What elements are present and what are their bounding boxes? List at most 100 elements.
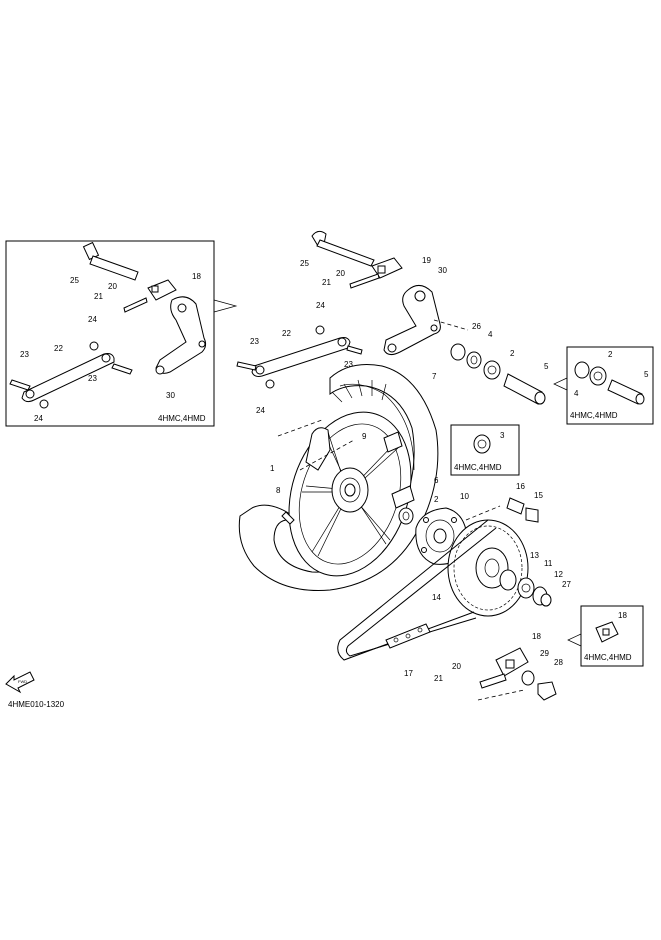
axle-bolt-25 bbox=[82, 241, 139, 281]
nut-15 bbox=[525, 507, 539, 523]
label-29: 29 bbox=[540, 649, 549, 658]
label-2-hub: 2 bbox=[434, 495, 439, 504]
label-21-top: 21 bbox=[322, 278, 331, 287]
label-13: 13 bbox=[530, 551, 539, 560]
sprocket-assembly: 10 16 15 13 11 12 27 14 bbox=[415, 482, 571, 617]
washer-29 bbox=[521, 670, 535, 686]
inset-label-3: 3 bbox=[500, 431, 505, 440]
nut-24-a bbox=[89, 341, 99, 351]
label-24: 24 bbox=[88, 315, 97, 324]
inset-hub-frame bbox=[450, 424, 520, 476]
inset-puller-pointer bbox=[567, 633, 582, 647]
inset-puller-frame bbox=[580, 605, 644, 667]
leader-wheel bbox=[277, 419, 355, 471]
inset-right-bearing: 2 4 5 4HMC,4HMD bbox=[553, 346, 654, 425]
inset-left: 25 20 21 18 24 23 22 23 30 24 4HMC,4HMD bbox=[5, 240, 238, 427]
inset-label-5: 5 bbox=[644, 370, 649, 379]
axle-assembly: 25 20 21 19 30 24 23 22 23 24 bbox=[236, 230, 469, 415]
label-7: 7 bbox=[432, 372, 437, 381]
drive-chain-17: 17 bbox=[337, 519, 497, 678]
chain-joint bbox=[385, 623, 431, 649]
front-arrow-text: FWD bbox=[18, 679, 27, 684]
bolt-23-b bbox=[111, 363, 133, 375]
bolt-23-left bbox=[236, 361, 257, 371]
label-25-top: 25 bbox=[300, 259, 309, 268]
collar-13 bbox=[499, 569, 517, 591]
label-22-top: 22 bbox=[282, 329, 291, 338]
tire-7 bbox=[238, 364, 439, 591]
label-19: 19 bbox=[422, 256, 431, 265]
label-5: 5 bbox=[544, 362, 549, 371]
nut-24-top bbox=[315, 325, 325, 335]
bolt-23-right bbox=[346, 345, 363, 355]
relay-arm-22-top bbox=[251, 337, 351, 377]
hub-insert-9 bbox=[383, 431, 403, 453]
nut-24-b bbox=[39, 399, 49, 409]
circlip-27 bbox=[540, 593, 552, 607]
collar-26 bbox=[450, 343, 466, 361]
label-24: 24 bbox=[34, 414, 43, 423]
label-21: 21 bbox=[94, 292, 103, 301]
hub-boss bbox=[305, 427, 331, 471]
bearing-2-hub bbox=[398, 507, 414, 525]
leader-sprocket bbox=[465, 505, 501, 521]
label-24-lower: 24 bbox=[256, 406, 265, 415]
label-23: 23 bbox=[20, 350, 29, 359]
label-28: 28 bbox=[554, 658, 563, 667]
label-18-lower: 18 bbox=[532, 632, 541, 641]
label-9: 9 bbox=[362, 432, 367, 441]
valve-8 bbox=[281, 511, 295, 525]
spacer-group: 26 4 2 5 bbox=[450, 322, 549, 405]
bolt-21-top bbox=[349, 273, 380, 289]
brake-bracket-30 bbox=[155, 296, 207, 374]
label-15: 15 bbox=[534, 491, 543, 500]
label-23-left: 23 bbox=[250, 337, 259, 346]
label-1: 1 bbox=[270, 464, 275, 473]
label-20: 20 bbox=[108, 282, 117, 291]
chain-puller-18 bbox=[147, 279, 177, 301]
relay-arm-22 bbox=[21, 353, 115, 403]
label-25: 25 bbox=[70, 276, 79, 285]
bearing-2 bbox=[483, 360, 501, 380]
label-20-lower: 20 bbox=[452, 662, 461, 671]
rear-wheel: 7 9 1 8 6 2 bbox=[238, 364, 439, 591]
stud-bolt-16 bbox=[506, 497, 525, 515]
label-30-top: 30 bbox=[438, 266, 447, 275]
label-30: 30 bbox=[166, 391, 175, 400]
label-23-right: 23 bbox=[344, 360, 353, 369]
inset-left-frame bbox=[5, 240, 215, 427]
bolt-21-lower bbox=[479, 673, 507, 689]
label-2: 2 bbox=[510, 349, 515, 358]
chain-puller-assembly: 18 20 21 29 28 bbox=[434, 632, 563, 701]
leader-puller bbox=[477, 689, 525, 701]
inset-puller-caption: 4HMC,4HMD bbox=[584, 653, 632, 662]
label-24-top: 24 bbox=[316, 301, 325, 310]
brake-bracket-30-top bbox=[383, 285, 441, 356]
label-12: 12 bbox=[554, 570, 563, 579]
seal-4 bbox=[466, 351, 482, 369]
inset-hub-bearing: 3 4HMC,4HMD bbox=[450, 424, 520, 476]
inset-right-pointer bbox=[553, 377, 568, 391]
inset-hub-caption: 4HMC,4HMD bbox=[454, 463, 502, 472]
label-18: 18 bbox=[192, 272, 201, 281]
bearing-11 bbox=[517, 577, 535, 599]
inset-left-caption: 4HMC,4HMD bbox=[158, 414, 206, 423]
label-4: 4 bbox=[488, 330, 493, 339]
label-21-lower: 21 bbox=[434, 674, 443, 683]
inset-label-18: 18 bbox=[618, 611, 627, 620]
label-20-top: 20 bbox=[336, 269, 345, 278]
puller-square bbox=[377, 265, 386, 274]
bolt-21 bbox=[123, 297, 148, 313]
label-23: 23 bbox=[88, 374, 97, 383]
inset-right-caption: 4HMC,4HMD bbox=[570, 411, 618, 420]
nut-24-lower bbox=[265, 379, 275, 389]
label-16: 16 bbox=[516, 482, 525, 491]
drawing-code: 4HME010-1320 bbox=[8, 700, 65, 709]
label-17: 17 bbox=[404, 669, 413, 678]
label-22: 22 bbox=[54, 344, 63, 353]
axle-nut-28 bbox=[537, 681, 557, 701]
bolt-23-a bbox=[9, 379, 31, 391]
label-26: 26 bbox=[472, 322, 481, 331]
